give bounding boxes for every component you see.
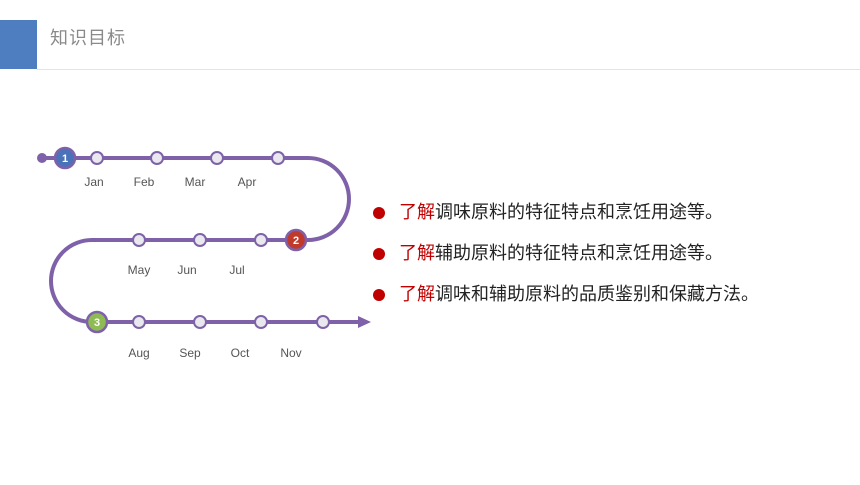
month-label-oct: Oct (231, 346, 250, 360)
bullet-dot-icon (373, 207, 385, 219)
objective-highlight: 了解 (399, 202, 435, 223)
objective-item: 了解调味和辅助原料的品质鉴别和保藏方法。 (373, 280, 853, 321)
timeline-marker-2: 2 (284, 228, 308, 252)
header-accent-block (0, 20, 37, 69)
month-label-jan: Jan (84, 175, 103, 189)
svg-text:3: 3 (94, 317, 100, 329)
month-dot-aug (132, 315, 146, 329)
month-dot-sep (193, 315, 207, 329)
objective-highlight: 了解 (399, 243, 435, 264)
objective-highlight: 了解 (399, 284, 435, 305)
month-dot-may (132, 233, 146, 247)
month-label-feb: Feb (134, 175, 155, 189)
svg-text:1: 1 (62, 153, 68, 165)
month-label-nov: Nov (280, 346, 301, 360)
month-label-mar: Mar (185, 175, 206, 189)
objective-text: 辅助原料的特征特点和烹饪用途等。 (435, 243, 723, 264)
objective-text: 调味和辅助原料的品质鉴别和保藏方法。 (435, 284, 759, 305)
month-label-may: May (128, 263, 151, 277)
svg-text:2: 2 (293, 235, 299, 247)
month-dot-jan (90, 151, 104, 165)
objective-item: 了解辅助原料的特征特点和烹饪用途等。 (373, 239, 853, 280)
month-dot-mar (210, 151, 224, 165)
timeline-start-dot (37, 153, 47, 163)
month-dot-oct (254, 315, 268, 329)
month-label-aug: Aug (128, 346, 149, 360)
timeline-arrowhead (358, 316, 371, 328)
page-title: 知识目标 (50, 28, 126, 49)
month-label-jun: Jun (177, 263, 196, 277)
bullet-dot-icon (373, 289, 385, 301)
objective-item: 了解调味原料的特征特点和烹饪用途等。 (373, 198, 853, 239)
month-dot-jul (254, 233, 268, 247)
objective-text: 调味原料的特征特点和烹饪用途等。 (435, 202, 723, 223)
timeline-marker-3: 3 (85, 310, 109, 334)
objectives-list: 了解调味原料的特征特点和烹饪用途等。 了解辅助原料的特征特点和烹饪用途等。 了解… (373, 198, 853, 321)
month-dot-nov (316, 315, 330, 329)
month-label-apr: Apr (238, 175, 257, 189)
month-dot-apr (271, 151, 285, 165)
month-dot-feb (150, 151, 164, 165)
header-divider (37, 69, 860, 70)
timeline-marker-1: 1 (53, 146, 77, 170)
month-label-sep: Sep (179, 346, 201, 360)
bullet-dot-icon (373, 248, 385, 260)
month-dot-jun (193, 233, 207, 247)
month-label-jul: Jul (229, 263, 244, 277)
